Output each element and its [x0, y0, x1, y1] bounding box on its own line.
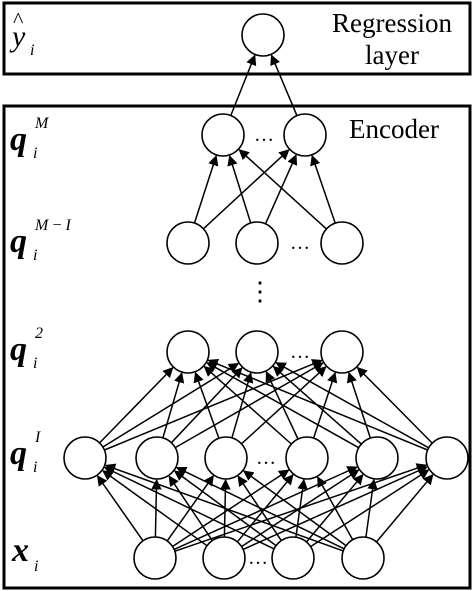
node-q1-2 — [135, 436, 179, 480]
edge-q1-to-q2 — [203, 365, 292, 445]
edge-qM-to-output — [270, 54, 298, 116]
edge-x-to-q1 — [236, 474, 294, 543]
ellipsis-q1: … — [256, 447, 276, 469]
node-q1-3 — [204, 436, 248, 480]
label-y-hat: y ^ i — [9, 7, 34, 59]
node-q1-6 — [425, 436, 469, 480]
label-q1-sub: i — [33, 459, 37, 476]
edge-q1-to-q2 — [162, 372, 185, 439]
label-q1-sup: I — [34, 429, 41, 446]
label-x-base: x — [11, 532, 29, 569]
node-qM1-3 — [320, 221, 364, 265]
label-qM-sub: i — [33, 145, 37, 162]
label-qM1-base: q — [10, 223, 27, 260]
node-x-3 — [271, 536, 315, 580]
label-q-M-minus-1: q i M − I — [10, 217, 72, 264]
edges — [96, 54, 434, 552]
node-q2-3 — [320, 330, 364, 374]
edge-q1-to-q2 — [104, 359, 323, 451]
edge-q1-to-q2 — [346, 371, 372, 439]
edge-qM1-to-qM — [264, 154, 298, 225]
edge-q1-to-q2 — [206, 362, 360, 449]
node-q1-1 — [63, 436, 107, 480]
edge-q1-to-q2 — [356, 366, 433, 444]
edge-x-to-q1 — [242, 470, 347, 547]
edge-qM-to-output — [230, 54, 257, 116]
regression-layer-title-line1: Regression — [332, 8, 452, 38]
label-x: x i — [11, 532, 38, 575]
label-q2-base: q — [10, 331, 27, 368]
edge-x-to-q1 — [365, 478, 378, 538]
nodes: … … … … … — [63, 13, 469, 580]
label-q-2: q i 2 — [10, 325, 43, 372]
encoder-title: Encoder — [349, 114, 439, 144]
edge-x-to-q1 — [172, 469, 290, 548]
edge-x-to-q1 — [175, 466, 345, 550]
label-y-hat-mark: ^ — [13, 7, 24, 32]
edge-x-to-q1 — [317, 476, 354, 541]
edge-qM1-to-qM — [238, 149, 327, 230]
node-qM1-2 — [235, 221, 279, 265]
edge-x-to-q1 — [102, 470, 208, 547]
edge-x-to-q1 — [104, 463, 344, 552]
edge-q1-to-q2 — [207, 359, 428, 451]
edge-q1-to-q2 — [99, 367, 174, 444]
edge-q1-to-q2 — [231, 372, 254, 439]
edge-x-to-q1 — [103, 466, 275, 550]
node-q1-5 — [355, 436, 399, 480]
edge-x-to-q1 — [96, 475, 144, 542]
edge-q1-to-q2 — [193, 371, 220, 439]
edge-x-to-q1 — [375, 473, 434, 543]
regression-layer-box — [2, 1, 472, 76]
node-q2-1 — [166, 330, 210, 374]
edge-qM1-to-qM — [202, 149, 290, 230]
edge-qM1-to-qM — [310, 154, 336, 224]
encoder-box — [2, 104, 472, 590]
node-x-1 — [133, 536, 177, 580]
label-qM-base: q — [10, 121, 27, 158]
vertical-ellipsis: ⋮ — [247, 277, 273, 306]
edge-q1-to-q2 — [275, 362, 430, 449]
label-y-base: y — [9, 20, 26, 53]
label-q-M: q i M — [10, 115, 50, 162]
node-qM-1 — [201, 113, 245, 157]
label-y-sub: i — [30, 42, 34, 59]
node-x-4 — [341, 536, 385, 580]
label-qM1-sup: M − I — [34, 217, 72, 234]
edge-x-to-q1 — [295, 478, 308, 538]
node-q1-4 — [285, 436, 329, 480]
label-q2-sup: 2 — [35, 325, 43, 342]
edge-qM1-to-qM — [227, 154, 252, 224]
label-q1-base: q — [10, 435, 27, 472]
label-q-1: q i I — [10, 429, 41, 476]
regression-layer-title-line2: layer — [365, 40, 419, 70]
node-qM-2 — [283, 113, 327, 157]
node-x-2 — [202, 536, 246, 580]
node-qM1-1 — [166, 221, 210, 265]
ellipsis-qM1: … — [290, 232, 310, 254]
ellipsis-qM: … — [254, 124, 274, 146]
label-qM1-sub: i — [33, 247, 37, 264]
edge-q1-to-q2 — [174, 362, 324, 449]
ellipsis-q2: … — [290, 341, 310, 363]
node-output-1 — [241, 13, 285, 57]
label-qM-sup: M — [34, 115, 50, 132]
ellipsis-x: … — [248, 547, 268, 569]
label-q2-sub: i — [33, 355, 37, 372]
label-x-sub: i — [34, 558, 38, 575]
node-q2-2 — [235, 330, 279, 374]
edge-qM1-to-qM — [193, 154, 219, 224]
edge-q1-to-q2 — [312, 371, 338, 439]
